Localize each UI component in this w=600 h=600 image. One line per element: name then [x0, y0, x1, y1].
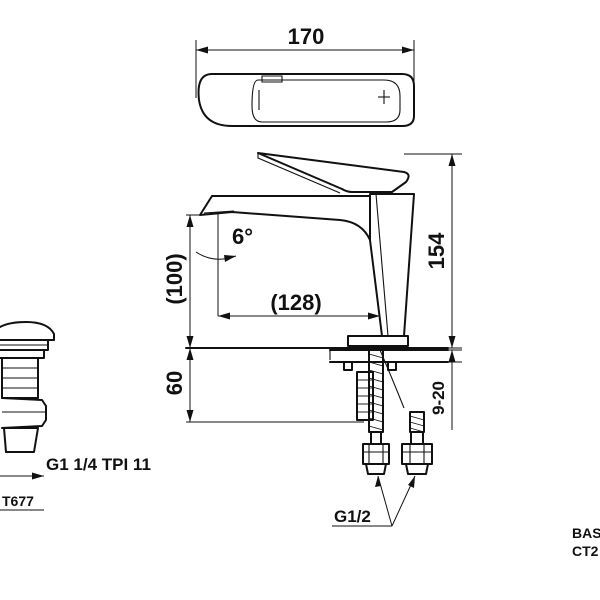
dimension-deck-thickness-label: 9-20: [429, 381, 448, 415]
title-block: BASI CT2: [572, 525, 600, 559]
popup-waste-drawing: G1 1/4 TPI 11 T677: [0, 321, 151, 511]
dimension-spout-height: (100): [162, 214, 200, 348]
faucet-side-view: [185, 152, 449, 475]
inlet-thread-label: G1/2: [334, 507, 371, 526]
dimension-width-label: 170: [288, 24, 325, 49]
dimension-angle: 6°: [195, 214, 253, 316]
faucet-top-view: [197, 73, 415, 127]
dimension-spout-height-label: (100): [162, 253, 187, 304]
dimension-height-label: 154: [424, 232, 449, 269]
dimension-spout-reach: (128): [218, 290, 380, 320]
title-line-1: BASI: [572, 525, 600, 541]
dimension-angle-label: 6°: [232, 224, 253, 249]
dimension-deck-depth-label: 60: [162, 371, 187, 395]
dimension-spout-reach-label: (128): [270, 290, 321, 315]
dimension-width: 170: [195, 24, 415, 98]
waste-thread-label: G1 1/4 TPI 11: [46, 455, 151, 474]
title-line-2: CT2: [572, 543, 599, 559]
dimension-deck-thickness: 9-20: [429, 349, 462, 430]
dimension-height: 154: [404, 153, 462, 349]
inlet-thread-callout: G1/2: [332, 475, 416, 527]
dimension-deck-depth: 60: [162, 348, 364, 423]
waste-model-label: T677: [2, 493, 34, 509]
